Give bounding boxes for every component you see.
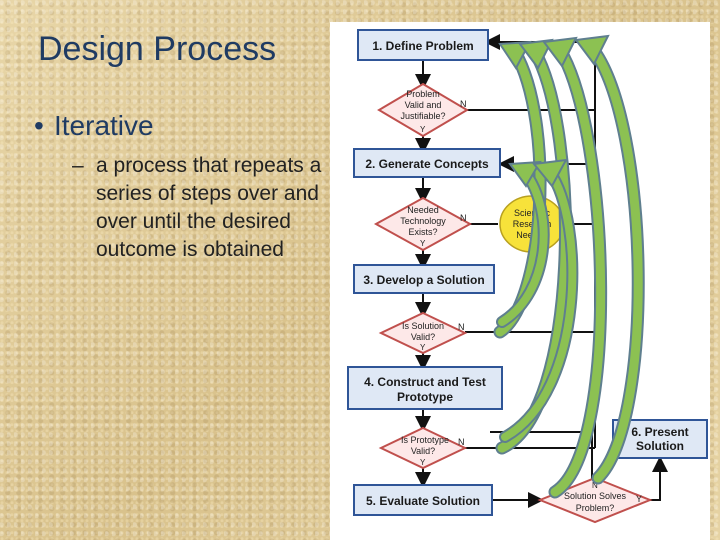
step-present-label-1: 6. Present xyxy=(631,425,688,439)
step-define-problem: 1. Define Problem xyxy=(357,29,489,61)
decision-2-no: N xyxy=(460,213,467,223)
decision-4-yes: Y xyxy=(420,458,426,467)
decision-2-line-3: Exists? xyxy=(408,227,437,237)
decision-prototype-valid: Is Prototype Valid? N Y xyxy=(378,426,468,470)
step-construct-label-2: Prototype xyxy=(397,390,453,404)
decision-2-yes: Y xyxy=(420,239,426,248)
decision-5-line-2: Problem? xyxy=(576,503,615,513)
slide-title: Design Process xyxy=(38,30,277,68)
iteration-arrow-6 xyxy=(499,158,579,443)
decision-1-no: N xyxy=(460,99,467,109)
decision-1-line-3: Justifiable? xyxy=(400,111,445,121)
decision-4-no: N xyxy=(458,437,465,447)
decision-problem-valid: Problem Valid and Justifiable? N Y xyxy=(377,82,469,138)
step-evaluate-label: 5. Evaluate Solution xyxy=(366,494,480,508)
step-develop-label: 3. Develop a Solution xyxy=(363,273,484,287)
dash-icon: – xyxy=(72,154,84,177)
bullet-label: Iterative xyxy=(54,110,154,141)
decision-3-yes: Y xyxy=(420,343,426,352)
decision-1-line-1: Problem xyxy=(406,89,440,99)
decision-1-yes: Y xyxy=(420,125,426,134)
decision-2-line-2: Technology xyxy=(400,216,446,226)
step-develop-solution: 3. Develop a Solution xyxy=(353,264,495,294)
step-evaluate-solution: 5. Evaluate Solution xyxy=(353,484,493,516)
iteration-arrow-4 xyxy=(574,34,645,485)
decision-1-line-2: Valid and xyxy=(405,100,442,110)
decision-3-line-2: Valid? xyxy=(411,332,435,342)
flowchart-svg: 1. Define Problem 2. Generate Concepts 3… xyxy=(347,29,708,524)
decision-3-no: N xyxy=(458,322,465,332)
step-define-label: 1. Define Problem xyxy=(372,39,473,53)
decision-technology-exists: Needed Technology Exists? N Y xyxy=(373,196,473,252)
step-generate-label: 2. Generate Concepts xyxy=(365,157,489,171)
iteration-arrow-5 xyxy=(496,160,550,328)
decision-5-yes: Y xyxy=(636,494,642,504)
step-generate-concepts: 2. Generate Concepts xyxy=(353,148,501,178)
decision-5-no: N xyxy=(592,481,598,490)
sub-bullet-definition: – a process that repeats a series of ste… xyxy=(72,152,322,264)
decision-2-line-1: Needed xyxy=(407,205,439,215)
iteration-arrows xyxy=(493,34,645,499)
sub-bullet-text: a process that repeats a series of steps… xyxy=(96,154,322,261)
decision-4-line-1: Is Prototype xyxy=(401,435,449,445)
research-line-1: Scientific xyxy=(514,208,551,218)
step-present-label-2: Solution xyxy=(636,439,684,453)
step-construct-prototype: 4. Construct and Test Prototype xyxy=(347,366,503,410)
design-process-flowchart: 1. Define Problem 2. Generate Concepts 3… xyxy=(330,22,710,540)
bullet-iterative: • Iterative xyxy=(34,110,154,142)
decision-5-line-1: Solution Solves xyxy=(564,491,627,501)
decision-3-line-1: Is Solution xyxy=(402,321,444,331)
iteration-arrow-3 xyxy=(542,36,608,499)
decision-4-line-2: Valid? xyxy=(411,446,435,456)
step-construct-label-1: 4. Construct and Test xyxy=(364,375,486,389)
decision-solution-valid: Is Solution Valid? N Y xyxy=(378,311,468,355)
bullet-dot-icon: • xyxy=(34,110,44,141)
